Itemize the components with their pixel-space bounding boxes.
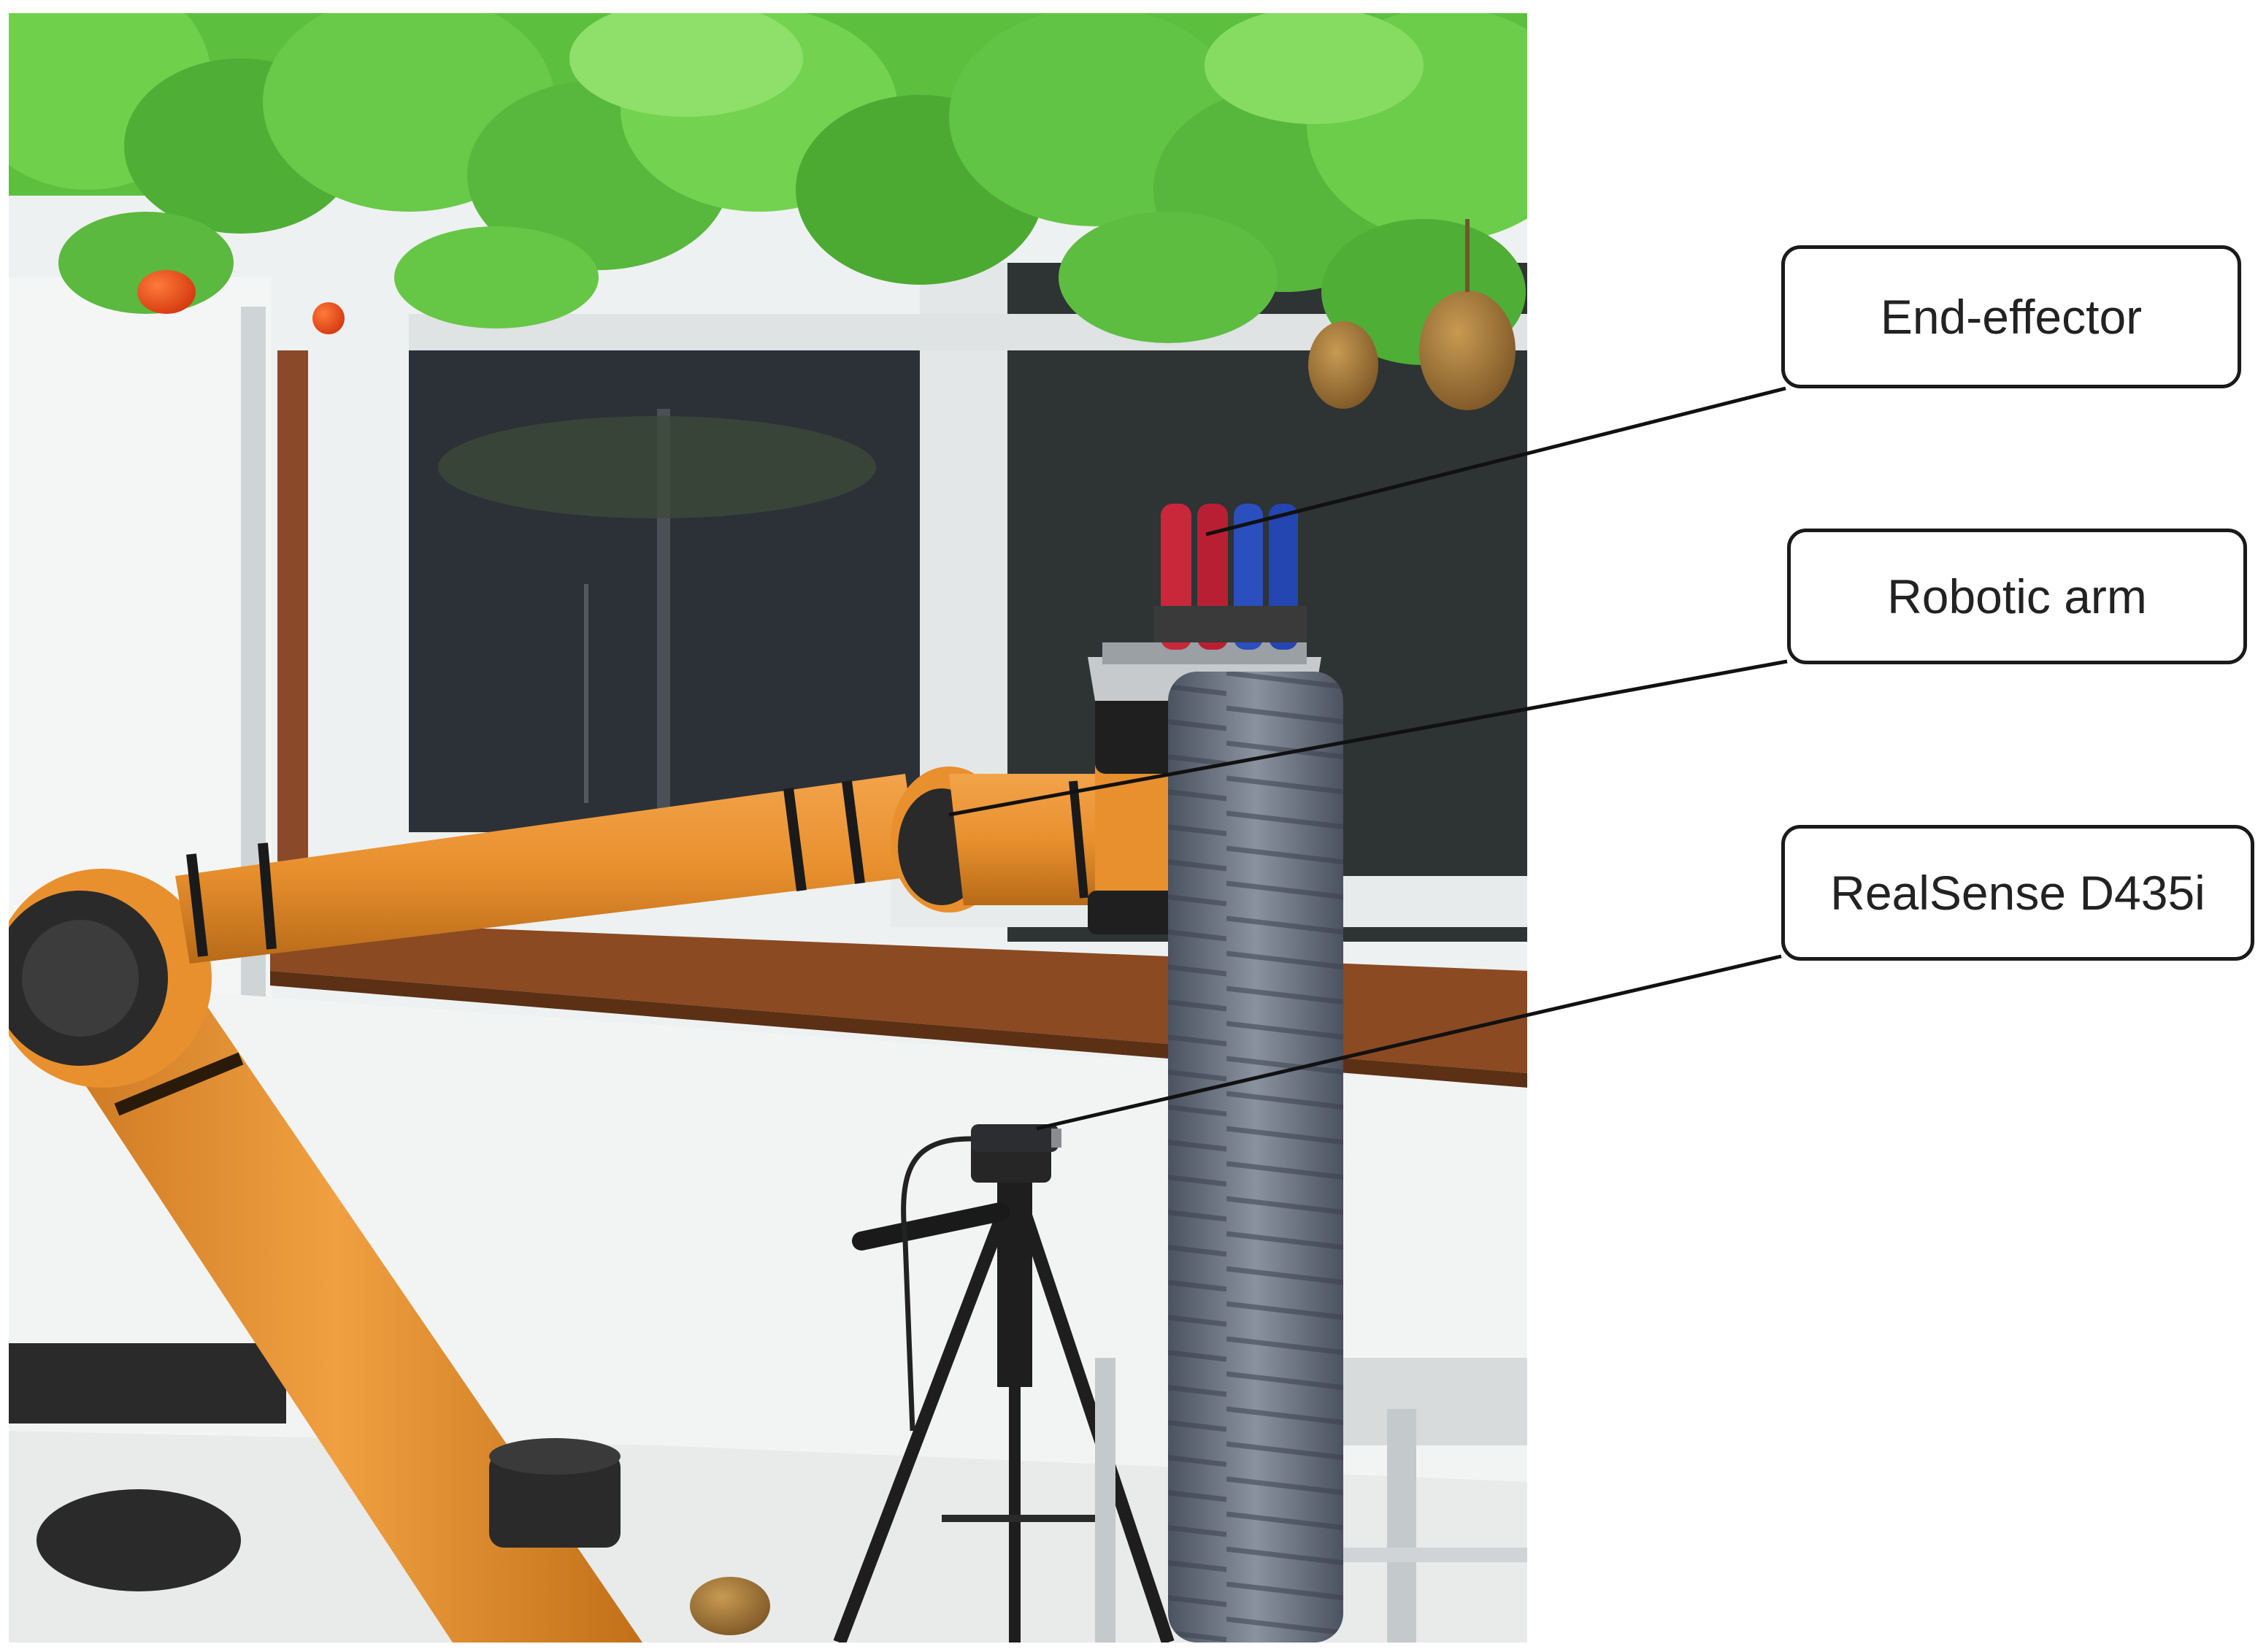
realsense-camera (971, 1124, 1059, 1152)
camera-label-text: RealSense D435i (1830, 866, 2205, 920)
kiwi-fruit (690, 1577, 770, 1635)
robotic-arm-label-text: Robotic arm (1887, 569, 2147, 623)
robot-base-joint (37, 1489, 241, 1591)
frame-post-wood (277, 350, 308, 861)
gripper-fingers (1153, 504, 1307, 650)
leader-line-end-effector (1205, 386, 1786, 537)
kiwi-fruit (1308, 321, 1378, 409)
leader-line-robotic-arm (948, 659, 1788, 817)
end-effector-label-text: End-effector (1880, 290, 2143, 344)
tomato (312, 302, 345, 334)
robotic-arm-label: Robotic arm (1787, 529, 2247, 664)
leader-line-camera (1036, 954, 1782, 1131)
end-effector-label: End-effector (1781, 245, 2241, 388)
tomato (137, 270, 196, 314)
robot-upper-arm (175, 774, 920, 964)
camera-label: RealSense D435i (1781, 825, 2254, 961)
kiwi-fruit (1419, 291, 1516, 410)
